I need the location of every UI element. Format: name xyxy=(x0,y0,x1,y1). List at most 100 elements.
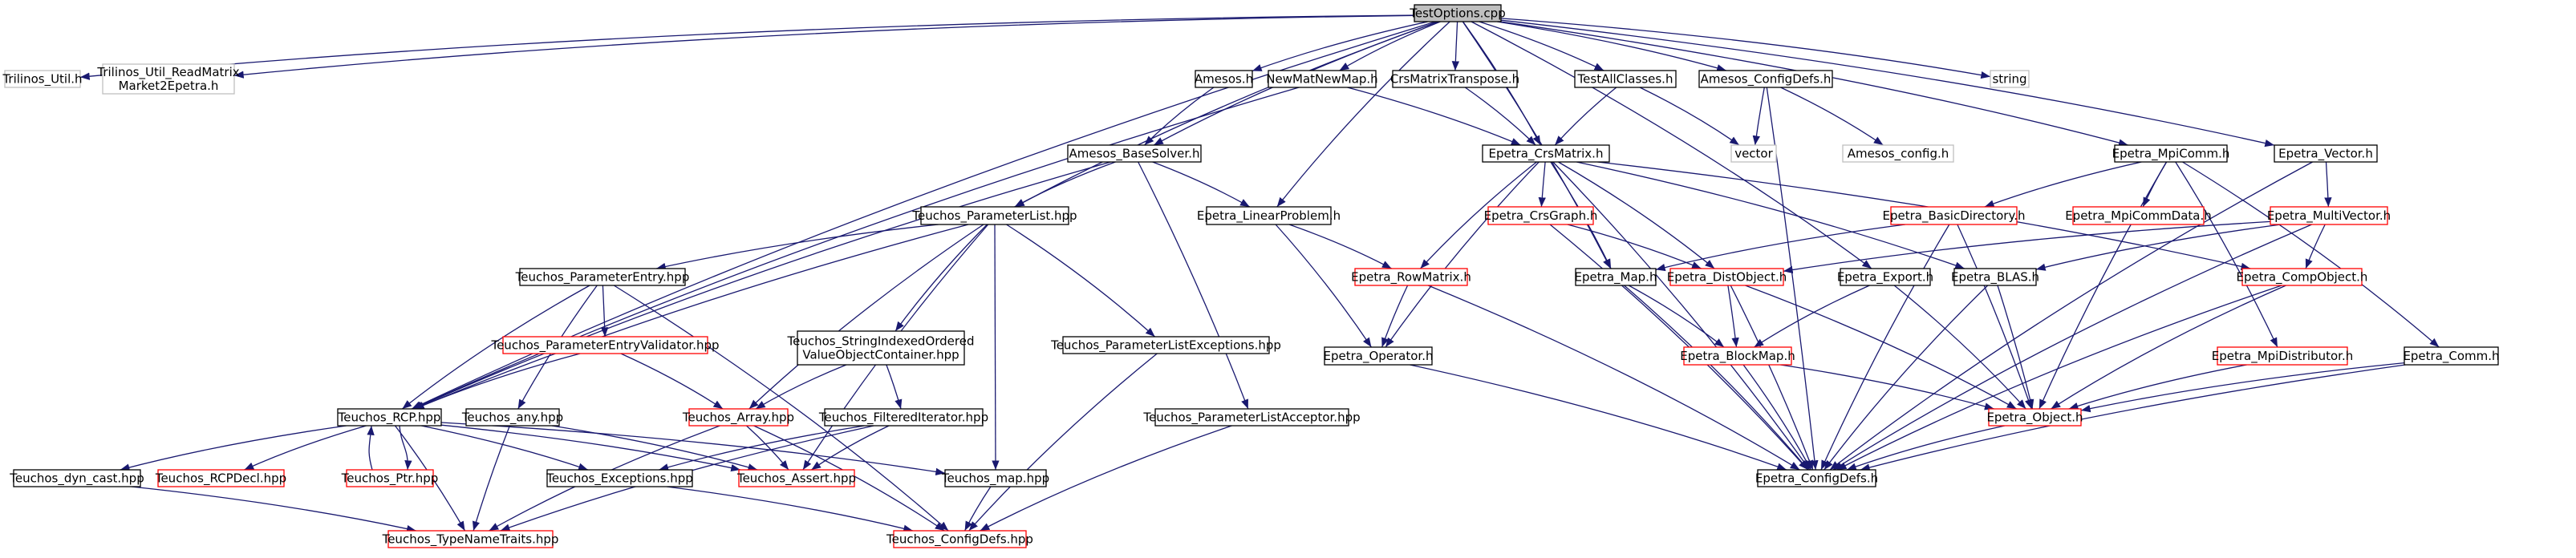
node-label: Epetra_BLAS.h xyxy=(1951,270,2039,285)
node-epetra_distobject[interactable]: Epetra_DistObject.h xyxy=(1667,268,1787,286)
node-vector[interactable]: vector xyxy=(1730,144,1777,163)
node-testallclasses[interactable]: TestAllClasses.h xyxy=(1574,70,1677,88)
node-label: Teuchos_RCPDecl.hpp xyxy=(155,471,286,487)
node-box xyxy=(157,469,285,487)
node-teuchos_exceptions[interactable]: Teuchos_Exceptions.hpp xyxy=(546,469,693,487)
node-box xyxy=(1062,336,1270,354)
node-teuchos_ptr[interactable]: Teuchos_Ptr.hpp xyxy=(341,469,439,487)
edge-amesos_configdefs-to-vector xyxy=(1752,87,1765,146)
node-epetra_compobject[interactable]: Epetra_CompObject.h xyxy=(2237,268,2368,286)
node-epetra_crsmatrix[interactable]: Epetra_CrsMatrix.h xyxy=(1482,144,1610,163)
node-amesos_configdefs[interactable]: Amesos_ConfigDefs.h xyxy=(1698,70,1833,88)
edge-epetra_basicdirectory-to-epetra_map xyxy=(1655,224,1905,272)
edge-epetra_distobject-to-epetra_object xyxy=(1745,285,2017,410)
node-teuchos_filterediterator[interactable]: Teuchos_FilteredIterator.hpp xyxy=(818,408,988,427)
edge-testoptions-to-epetra_export xyxy=(1471,21,1872,269)
node-label: TestAllClasses.h xyxy=(1577,72,1673,87)
edge-epetra_multivector-to-epetra_compobject xyxy=(2305,224,2326,269)
edge-testoptions-to-crsmatrixtranspose xyxy=(1451,21,1460,71)
node-teuchos_array[interactable]: Teuchos_Array.hpp xyxy=(682,408,794,427)
node-box xyxy=(1195,70,1253,88)
node-label: Amesos_ConfigDefs.h xyxy=(1701,72,1832,87)
node-label: Trilinos_Util_ReadMatrix xyxy=(96,65,239,80)
node-epetra_blas[interactable]: Epetra_BLAS.h xyxy=(1951,268,2039,286)
node-teuchos_stringindexed[interactable]: Teuchos_StringIndexedOrderedValueObjectC… xyxy=(787,330,975,366)
node-box xyxy=(13,469,141,487)
node-box xyxy=(1354,268,1468,286)
node-box xyxy=(2270,206,2388,225)
edge-layer xyxy=(79,14,2440,533)
node-teuchos_parameterentry[interactable]: Teuchos_ParameterEntry.hpp xyxy=(515,268,690,286)
node-crsmatrixtranspose[interactable]: CrsMatrixTranspose.h xyxy=(1390,70,1519,88)
node-box xyxy=(1574,70,1677,88)
node-label: NewMatNewMap.h xyxy=(1266,72,1377,87)
node-teuchos_pevalidator[interactable]: Teuchos_ParameterEntryValidator.hpp xyxy=(490,336,720,354)
edge-teuchos_parameterentry-to-teuchos_rcp xyxy=(401,285,590,410)
edge-epetra_blockmap-to-epetra_object xyxy=(1780,364,1994,410)
node-box xyxy=(1730,144,1777,163)
node-box xyxy=(1840,268,1931,286)
node-epetra_multivector[interactable]: Epetra_MultiVector.h xyxy=(2267,206,2391,225)
node-epetra_map[interactable]: Epetra_Map.h xyxy=(1575,268,1657,286)
node-teuchos_assert[interactable]: Teuchos_Assert.hpp xyxy=(736,469,856,487)
node-trilinos_util[interactable]: Trilinos_Util.h xyxy=(2,70,83,88)
node-box xyxy=(1953,268,2037,286)
node-epetra_mpidistributor[interactable]: Epetra_MpiDistributor.h xyxy=(2212,346,2354,366)
node-epetra_basicdirectory[interactable]: Epetra_BasicDirectory.h xyxy=(1883,206,2026,225)
edge-teuchos_rcp-to-teuchos_map xyxy=(440,422,946,476)
node-testoptions[interactable]: TestOptions.cpp xyxy=(1409,4,1506,22)
node-epetra_rowmatrix[interactable]: Epetra_RowMatrix.h xyxy=(1351,268,1471,286)
node-string[interactable]: string xyxy=(1990,70,2030,88)
edge-epetra_blockmap-to-epetra_configdefs xyxy=(1742,364,1812,471)
node-box xyxy=(1698,70,1833,88)
node-box xyxy=(387,530,554,548)
edge-epetra_mpicomm-to-epetra_object xyxy=(2038,161,2168,410)
node-box xyxy=(1669,268,1784,286)
edge-epetra_object-to-epetra_configdefs xyxy=(1846,425,2006,471)
node-teuchos_rcp[interactable]: Teuchos_RCP.hpp xyxy=(337,408,442,427)
node-teuchos_placceptor[interactable]: Teuchos_ParameterListAcceptor.hpp xyxy=(1142,408,1361,427)
node-epetra_comm[interactable]: Epetra_Comm.h xyxy=(2403,346,2500,366)
node-epetra_operator[interactable]: Epetra_Operator.h xyxy=(1323,346,1434,366)
node-label: Epetra_Export.h xyxy=(1837,270,1933,285)
node-epetra_export[interactable]: Epetra_Export.h xyxy=(1837,268,1933,286)
node-epetra_linearproblem[interactable]: Epetra_LinearProblem.h xyxy=(1197,206,1341,225)
node-epetra_mpicommdata[interactable]: Epetra_MpiCommData.h xyxy=(2065,206,2212,225)
node-teuchos_map[interactable]: Teuchos_map.hpp xyxy=(941,469,1049,487)
node-epetra_crsgraph[interactable]: Epetra_CrsGraph.h xyxy=(1484,206,1598,225)
edge-testoptions-to-epetra_mpicomm xyxy=(1500,21,2128,147)
node-epetra_object[interactable]: Epetra_Object.h xyxy=(1986,408,2083,427)
node-label: Epetra_MpiComm.h xyxy=(2112,147,2230,162)
node-label: Teuchos_ParameterListAcceptor.hpp xyxy=(1142,410,1360,426)
edge-teuchos_filterediterator-to-teuchos_exceptions xyxy=(659,425,865,471)
edge-epetra_multivector-to-epetra_configdefs xyxy=(1832,224,2312,471)
node-epetra_mpicomm[interactable]: Epetra_MpiComm.h xyxy=(2112,144,2230,163)
edge-testoptions-to-teuchos_parameterlist xyxy=(1014,21,1439,208)
node-amesos_config[interactable]: Amesos_config.h xyxy=(1842,144,1954,163)
node-label: Epetra_MpiCommData.h xyxy=(2065,208,2212,224)
node-teuchos_configdefs[interactable]: Teuchos_ConfigDefs.hpp xyxy=(886,530,1033,548)
edge-epetra_mpicomm-to-epetra_comm xyxy=(2182,161,2440,348)
node-newmatnewmap[interactable]: NewMatNewMap.h xyxy=(1266,70,1378,88)
node-amesos_basesolver[interactable]: Amesos_BaseSolver.h xyxy=(1067,144,1202,163)
node-amesos_h[interactable]: Amesos.h xyxy=(1195,70,1253,88)
edge-teuchos_rcp-to-teuchos_rcpdecl xyxy=(244,425,367,471)
edge-epetra_mpicomm-to-epetra_basicdirectory xyxy=(1984,161,2142,208)
node-epetra_configdefs[interactable]: Epetra_ConfigDefs.h xyxy=(1755,469,1878,487)
edge-teuchos_parameterlist-to-teuchos_array xyxy=(748,224,984,410)
node-label: Teuchos_Array.hpp xyxy=(682,410,794,426)
node-label: Epetra_MpiDistributor.h xyxy=(2212,349,2354,364)
node-box xyxy=(1842,144,1954,163)
node-teuchos_rcpdecl[interactable]: Teuchos_RCPDecl.hpp xyxy=(155,469,286,487)
node-box xyxy=(1575,268,1657,286)
node-teuchos_dyncast[interactable]: Teuchos_dyn_cast.hpp xyxy=(9,469,144,487)
edge-teuchos_ptr-to-teuchos_rcp xyxy=(367,425,375,471)
edge-teuchos_array-to-teuchos_assert xyxy=(746,425,789,471)
node-epetra_blockmap[interactable]: Epetra_BlockMap.h xyxy=(1680,346,1795,366)
node-teuchos_any[interactable]: Teuchos_any.hpp xyxy=(461,408,563,427)
node-epetra_vector[interactable]: Epetra_Vector.h xyxy=(2274,144,2378,163)
node-teuchos_typenametraits[interactable]: Teuchos_TypeNameTraits.hpp xyxy=(382,530,559,548)
node-teuchos_parameterlist[interactable]: Teuchos_ParameterList.hpp xyxy=(911,206,1077,225)
node-teuchos_plexceptions[interactable]: Teuchos_ParameterListExceptions.hpp xyxy=(1050,336,1281,354)
